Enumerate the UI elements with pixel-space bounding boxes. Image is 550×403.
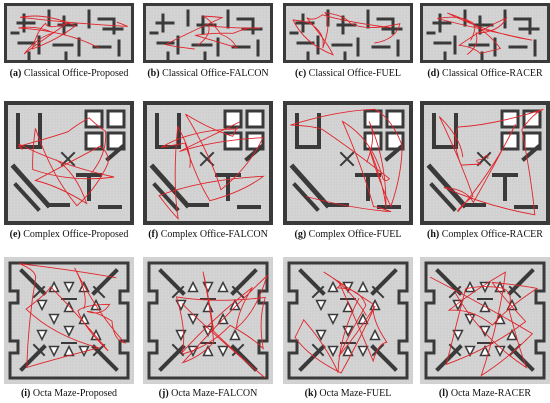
panel-k: (k) Octa Maze-FUEL xyxy=(283,257,413,399)
panel-caption-text: Octa Maze-FUEL xyxy=(319,388,392,399)
trajectory-path xyxy=(429,271,539,377)
panel-h: (h) Complex Office-RACER xyxy=(420,101,550,240)
panel-tag: (i) xyxy=(20,388,31,399)
panel-caption: (k) Octa Maze-FUEL xyxy=(283,388,413,400)
trajectory-path xyxy=(175,271,268,379)
panel-d: (d) Classical Office-RACER xyxy=(420,3,550,79)
panel-caption: (f) Complex Office-FALCON xyxy=(143,229,273,241)
panel-e: (e) Complex Office-Proposed xyxy=(4,101,134,240)
trajectory-path xyxy=(158,113,265,221)
map-classical-image xyxy=(4,3,134,63)
panel-caption: (j) Octa Maze-FALCON xyxy=(143,388,273,400)
office-walls xyxy=(283,3,413,63)
map-octa-image xyxy=(420,257,550,384)
panel-caption-text: Complex Office-RACER xyxy=(441,229,543,240)
trajectory-path xyxy=(164,15,261,50)
panel-tag: (g) xyxy=(294,229,307,240)
panel-caption-text: Complex Office-FALCON xyxy=(160,229,268,240)
panel-caption-text: Classical Office-FUEL xyxy=(308,68,401,79)
panel-tag: (k) xyxy=(304,388,317,399)
office-walls xyxy=(143,3,273,63)
map-complex-image xyxy=(283,101,413,225)
map-complex-image xyxy=(420,101,550,225)
map-octa-image xyxy=(4,257,134,384)
panel-caption: (l) Octa Maze-RACER xyxy=(420,388,550,400)
maze-walls xyxy=(287,261,409,380)
panel-j: (j) Octa Maze-FALCON xyxy=(143,257,273,399)
panel-f: (f) Complex Office-FALCON xyxy=(143,101,273,240)
panel-caption: (b) Classical Office-FALCON xyxy=(143,68,273,80)
panel-tag: (f) xyxy=(148,229,159,240)
panel-caption: (h) Complex Office-RACER xyxy=(420,229,550,241)
map-octa-image xyxy=(283,257,413,384)
panel-caption: (i) Octa Maze-Proposed xyxy=(4,388,134,400)
panel-caption-text: Classical Office-RACER xyxy=(442,68,543,79)
panel-caption-text: Octa Maze-FALCON xyxy=(171,388,258,399)
panel-tag: (j) xyxy=(158,388,169,399)
floor-grid xyxy=(420,257,550,384)
panel-tag: (a) xyxy=(9,68,22,79)
panel-g: (g) Complex Office-FUEL xyxy=(283,101,413,240)
office-walls xyxy=(283,101,413,225)
panel-caption-text: Octa Maze-Proposed xyxy=(32,388,118,399)
map-complex-image xyxy=(143,101,273,225)
map-classical-image xyxy=(143,3,273,63)
map-classical-image xyxy=(420,3,550,63)
panel-b: (b) Classical Office-FALCON xyxy=(143,3,273,79)
panel-tag: (c) xyxy=(295,68,307,79)
panel-caption: (a) Classical Office-Proposed xyxy=(4,68,134,80)
office-walls xyxy=(4,3,134,63)
panel-caption: (c) Classical Office-FUEL xyxy=(283,68,413,80)
panel-tag: (b) xyxy=(147,68,160,79)
trajectory-path xyxy=(290,108,403,213)
trajectory-path xyxy=(17,117,115,207)
panel-caption-text: Octa Maze-RACER xyxy=(450,388,532,399)
map-complex-image xyxy=(4,101,134,225)
panel-tag: (h) xyxy=(427,229,440,240)
trajectory-path xyxy=(437,12,533,55)
panel-l: (l) Octa Maze-RACER xyxy=(420,257,550,399)
panel-i: (i) Octa Maze-Proposed xyxy=(4,257,134,399)
panel-a: (a) Classical Office-Proposed xyxy=(4,3,134,79)
trajectory-path xyxy=(18,15,128,55)
map-octa-image xyxy=(143,257,273,384)
panel-tag: (e) xyxy=(9,229,21,240)
panel-caption: (d) Classical Office-RACER xyxy=(420,68,550,80)
panel-tag: (l) xyxy=(438,388,449,399)
trajectory-path xyxy=(292,12,401,56)
trajectory-path xyxy=(294,271,388,374)
panel-c: (c) Classical Office-FUEL xyxy=(283,3,413,79)
panel-caption-text: Classical Office-FALCON xyxy=(162,68,269,79)
panel-tag: (d) xyxy=(427,68,440,79)
panel-caption-text: Complex Office-Proposed xyxy=(23,229,129,240)
panel-caption-text: Classical Office-Proposed xyxy=(23,68,129,79)
map-classical-image xyxy=(283,3,413,63)
panel-caption: (e) Complex Office-Proposed xyxy=(4,229,134,241)
panel-caption-text: Complex Office-FUEL xyxy=(308,229,402,240)
trajectory-path xyxy=(19,263,127,369)
panel-caption: (g) Complex Office-FUEL xyxy=(283,229,413,241)
office-walls xyxy=(420,101,550,225)
trajectory-path xyxy=(438,108,544,216)
office-walls xyxy=(4,101,134,225)
